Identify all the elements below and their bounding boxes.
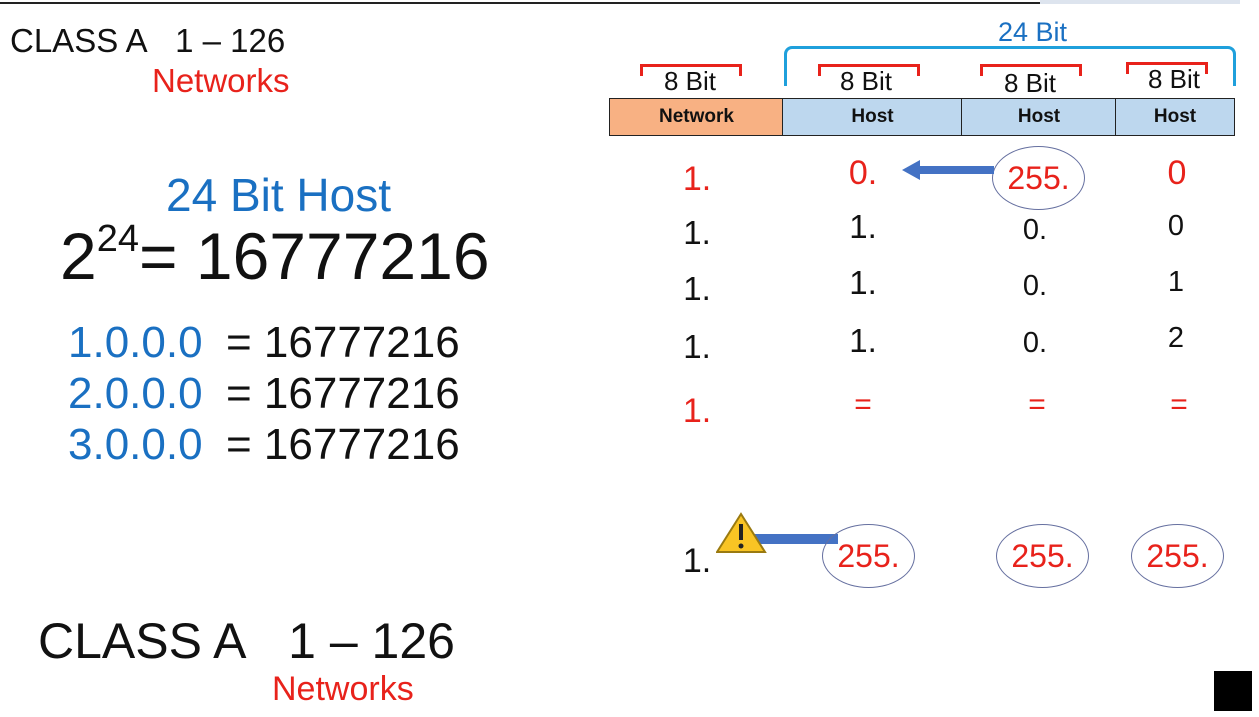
octet: 1. xyxy=(683,270,711,307)
top-right-bar xyxy=(1040,0,1240,4)
octet: 1. xyxy=(849,264,877,301)
network-count: = 16777216 xyxy=(226,318,460,367)
arrow-left-icon xyxy=(902,160,994,180)
network-row: 2.0.0.0 = 16777216 xyxy=(68,369,460,420)
host-bits-title: 24 Bit Host xyxy=(166,169,391,221)
24-bit-brace xyxy=(784,46,1236,86)
class-label: CLASS A xyxy=(10,22,148,59)
network-row: 1.0.0.0 = 16777216 xyxy=(68,318,460,369)
highlight-ellipse: 255. xyxy=(1131,524,1224,588)
octet: 1. xyxy=(682,392,712,430)
host-cell: Host xyxy=(782,98,963,136)
class-range: 1 – 126 xyxy=(175,22,286,59)
octet: 0. xyxy=(1022,270,1048,302)
octet: 1. xyxy=(849,322,877,359)
power-exponent: 24 xyxy=(96,218,139,260)
octet: = xyxy=(854,388,872,421)
power-base: 2 xyxy=(60,219,97,293)
highlight-ellipse: 255. xyxy=(992,146,1085,210)
octet: 2 xyxy=(1167,322,1185,354)
class-a-heading: CLASS A 1 – 126 xyxy=(10,22,285,60)
warning-icon xyxy=(716,512,838,553)
network-address: 3.0.0.0 xyxy=(68,420,203,469)
octet: 0. xyxy=(1022,214,1048,246)
bit-bracket xyxy=(1126,62,1208,74)
network-list: 1.0.0.0 = 16777216 2.0.0.0 = 16777216 3.0.… xyxy=(68,318,460,471)
network-address: 1.0.0.0 xyxy=(68,318,203,367)
network-count: = 16777216 xyxy=(226,369,460,418)
octet: 0 xyxy=(1167,154,1187,192)
class-label: CLASS A xyxy=(38,613,247,669)
host-cell: Host xyxy=(1115,98,1235,136)
octet: 1. xyxy=(683,328,711,365)
highlight-ellipse: 255. xyxy=(996,524,1089,588)
class-range: 1 – 126 xyxy=(288,613,455,669)
highlight-ellipse: 255. xyxy=(822,524,915,588)
octet: = xyxy=(1028,388,1046,421)
bit-label: 8 Bit xyxy=(1147,64,1201,94)
power-result: = 16777216 xyxy=(139,219,490,293)
bit-label: 8 Bit xyxy=(1003,68,1057,98)
network-address: 2.0.0.0 xyxy=(68,369,203,418)
networks-label-footer: Networks xyxy=(272,670,414,708)
span-label: 24 Bit xyxy=(998,17,1068,47)
octet: 0. xyxy=(848,154,878,192)
octet: 1. xyxy=(849,208,877,245)
network-count: = 16777216 xyxy=(226,420,460,469)
bit-label: 8 Bit xyxy=(839,66,893,96)
network-cell: Network xyxy=(609,98,784,136)
class-a-footer: CLASS A 1 – 126 xyxy=(38,612,455,670)
octet: = xyxy=(1170,388,1188,421)
networks-label: Networks xyxy=(152,62,290,99)
octet: 1. xyxy=(683,214,711,251)
stop-square[interactable] xyxy=(1214,671,1252,711)
octet: 0. xyxy=(1022,327,1048,359)
bit-bracket xyxy=(818,64,920,76)
bit-bracket xyxy=(980,64,1082,76)
octet: 1. xyxy=(682,160,712,198)
network-row: 3.0.0.0 = 16777216 xyxy=(68,420,460,471)
octet: 0 xyxy=(1167,210,1185,242)
top-border-line xyxy=(0,2,1040,4)
power-equation: 224= 16777216 xyxy=(60,218,490,294)
bit-bracket xyxy=(640,64,742,76)
octet: 1. xyxy=(682,542,712,580)
bit-label: 8 Bit xyxy=(663,66,717,96)
octet: 1 xyxy=(1167,266,1185,298)
host-cell: Host xyxy=(961,98,1117,136)
